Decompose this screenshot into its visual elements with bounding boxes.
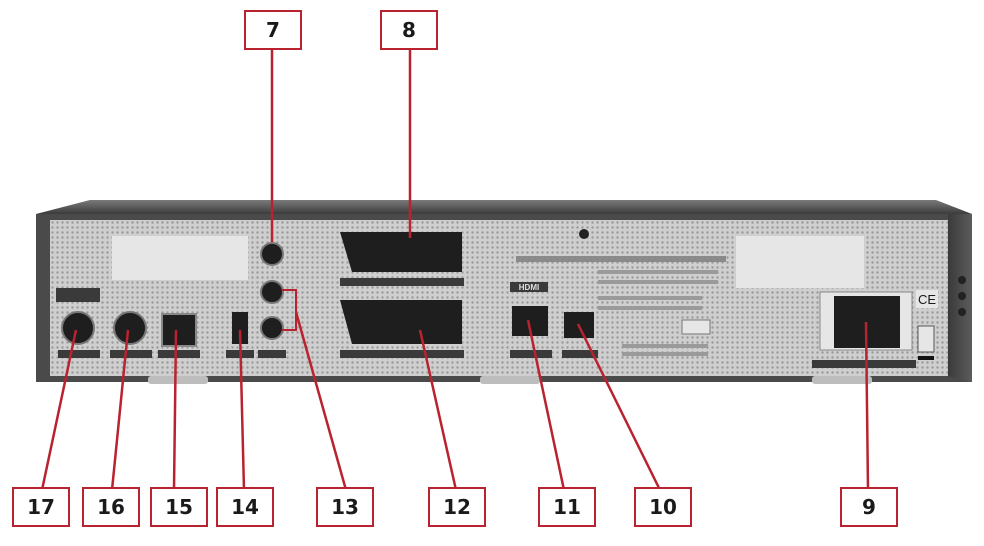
callout-9: 9 [840, 487, 898, 527]
callout-12-number: 12 [443, 495, 471, 519]
rca-jack-2 [260, 280, 284, 304]
callout-12: 12 [428, 487, 486, 527]
scart-vcr-connector [340, 300, 462, 344]
info-text-6 [622, 344, 708, 348]
callout-13-number: 13 [331, 495, 359, 519]
leader-15 [172, 329, 178, 491]
ce-mark: CE [918, 292, 936, 307]
callout-7: 7 [244, 10, 302, 50]
callout-10: 10 [634, 487, 692, 527]
callout-11-number: 11 [553, 495, 581, 519]
ethernet-port [161, 313, 197, 347]
weee-bar [918, 356, 934, 360]
info-text-4 [598, 296, 702, 300]
side-screw-1 [958, 276, 966, 284]
info-logo-box [681, 319, 711, 335]
side-screw-2 [958, 292, 966, 300]
leader-lines [40, 48, 870, 491]
callout-16: 16 [82, 487, 140, 527]
leader-11 [526, 319, 566, 491]
callout-15-number: 15 [165, 495, 193, 519]
foot-right [812, 376, 872, 384]
lnb-input-2 [113, 311, 147, 345]
scart-vcr-label [340, 350, 464, 358]
leader-13 [294, 311, 348, 491]
info-text-2 [598, 270, 718, 274]
weee-icon [917, 325, 935, 353]
leader-9 [864, 321, 870, 491]
callout-10-number: 10 [649, 495, 677, 519]
foot-mid [480, 376, 540, 384]
lnb-input-2-label [110, 350, 152, 358]
rca-jack-1 [260, 242, 284, 266]
usb-port [232, 312, 248, 344]
info-text-5 [598, 306, 702, 310]
rca-label [258, 350, 286, 358]
hdmi-logo-text: HDMI [519, 283, 539, 292]
hdmi-label [510, 350, 552, 358]
callout-15: 15 [150, 487, 208, 527]
leader-16 [110, 329, 130, 491]
callout-9-number: 9 [862, 495, 876, 519]
lnb-input-1 [61, 311, 95, 345]
info-text-3 [598, 280, 718, 284]
callout-14: 14 [216, 487, 274, 527]
leader-10 [576, 323, 662, 491]
chassis-top [36, 200, 972, 214]
callout-17-number: 17 [27, 495, 55, 519]
callout-7-number: 7 [266, 18, 280, 42]
callout-8-number: 8 [402, 18, 416, 42]
info-block-left [56, 288, 100, 302]
leader-17 [40, 329, 78, 491]
info-text-1 [516, 256, 726, 262]
callout-17: 17 [12, 487, 70, 527]
leader-12 [418, 329, 458, 491]
ethernet-label [158, 350, 200, 358]
info-text-7 [622, 352, 708, 356]
power-label [812, 360, 916, 368]
label-sticker-left [112, 236, 248, 280]
label-sticker-right [736, 236, 864, 288]
foot-left [148, 376, 208, 384]
lnb-input-1-label [58, 350, 100, 358]
scart-tv-label [340, 278, 464, 286]
ce-mark-plate [916, 290, 938, 308]
scart-tv-connector [340, 232, 462, 272]
side-screw-3 [958, 308, 966, 316]
hdmi-logo-plate [510, 282, 548, 292]
callout-16-number: 16 [97, 495, 125, 519]
rca-bracket [282, 289, 297, 331]
callout-11: 11 [538, 487, 596, 527]
panel-screw [579, 229, 589, 239]
leader-14 [238, 329, 246, 491]
callout-13: 13 [316, 487, 374, 527]
phone-label [562, 350, 598, 358]
callout-8: 8 [380, 10, 438, 50]
callout-14-number: 14 [231, 495, 259, 519]
rca-jack-3 [260, 316, 284, 340]
